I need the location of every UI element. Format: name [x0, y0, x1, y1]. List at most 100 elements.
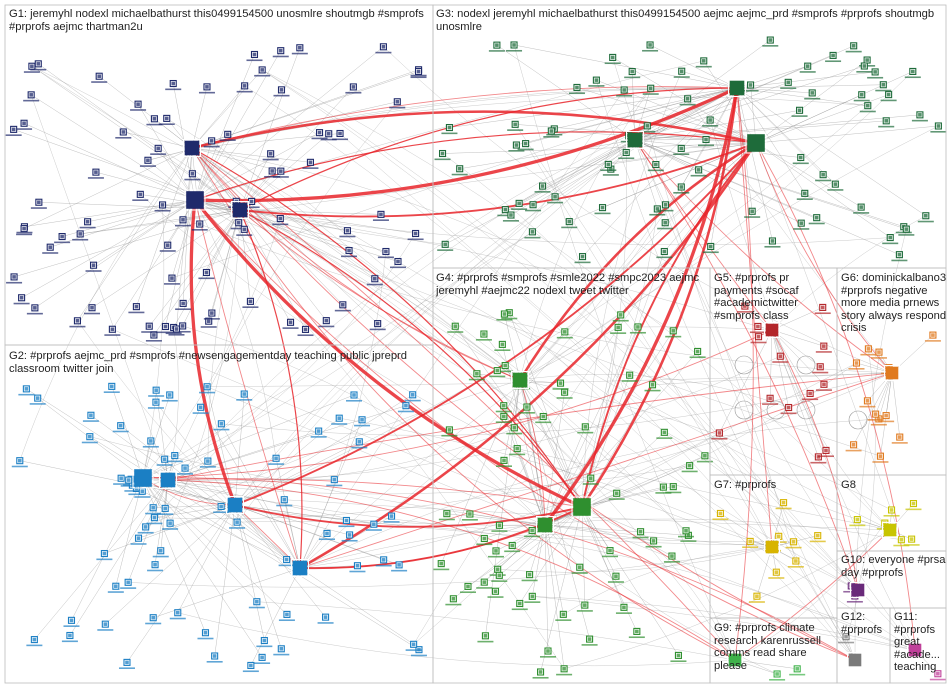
node-fill — [212, 654, 217, 658]
node-fill — [701, 59, 706, 63]
node-caption — [577, 431, 594, 434]
node-caption — [582, 483, 599, 485]
node-caption — [30, 207, 47, 209]
node-fill — [778, 354, 783, 359]
node-fill — [562, 390, 567, 394]
node-fill — [109, 384, 114, 389]
node-fill — [204, 270, 209, 275]
edge — [77, 147, 193, 321]
node-fill — [152, 116, 157, 121]
node-caption — [930, 130, 947, 133]
inter-group-edge — [734, 522, 886, 661]
node-caption — [158, 123, 175, 126]
node-caption — [870, 357, 887, 359]
node-fill — [352, 393, 356, 397]
node-caption — [206, 660, 223, 663]
node-caption — [843, 590, 860, 593]
edge — [503, 416, 546, 526]
node-fill — [805, 64, 810, 68]
inter-group-edge — [647, 125, 856, 661]
node-caption — [198, 277, 215, 280]
node-fill — [279, 646, 284, 651]
node-fill — [820, 305, 825, 310]
inter-group-edge — [564, 529, 891, 670]
node-caption — [246, 59, 263, 62]
inter-group-edge — [544, 524, 778, 675]
edge — [634, 120, 887, 141]
node-fill — [888, 235, 893, 240]
node-caption — [168, 333, 185, 336]
edge — [34, 199, 196, 309]
edge — [544, 326, 639, 526]
node-caption — [748, 601, 765, 603]
node-fill — [205, 384, 209, 389]
node-fill — [606, 162, 611, 167]
node-fill — [288, 320, 293, 325]
node-caption — [780, 87, 797, 89]
inter-group-edge — [145, 379, 521, 528]
hub-ring — [132, 467, 154, 489]
edge — [142, 394, 170, 479]
edge — [177, 504, 236, 613]
node-fill — [482, 580, 487, 584]
node-caption — [511, 208, 528, 210]
node-fill — [679, 69, 684, 74]
node-caption — [145, 622, 162, 625]
node-caption — [608, 498, 625, 500]
node-caption — [491, 530, 508, 532]
node-caption — [230, 227, 247, 230]
node-fill — [35, 396, 40, 400]
node-caption — [556, 673, 573, 676]
node-fill — [372, 522, 376, 527]
inter-group-edge — [299, 518, 902, 569]
node-caption — [663, 561, 680, 563]
inter-group-edge — [89, 436, 773, 548]
node-fill — [170, 276, 174, 280]
node-caption — [91, 81, 108, 83]
node-caption — [236, 399, 253, 401]
node-fill — [210, 311, 214, 315]
node-caption — [107, 591, 124, 593]
edge — [495, 506, 583, 592]
node-caption — [273, 94, 290, 97]
inter-group-edge — [514, 124, 856, 661]
node-fill — [695, 349, 700, 354]
edge — [853, 372, 893, 445]
node-caption — [543, 136, 560, 138]
node-caption — [749, 331, 766, 334]
node-fill — [219, 504, 223, 509]
node-fill — [918, 113, 922, 117]
node-caption — [799, 71, 816, 73]
node-caption — [203, 318, 220, 320]
inter-group-edge — [262, 69, 891, 531]
node-fill — [466, 584, 470, 589]
highlight-edge — [191, 147, 521, 381]
node-caption — [762, 403, 779, 405]
node-caption — [804, 97, 821, 100]
node-caption — [377, 256, 394, 259]
node-fill — [580, 254, 585, 259]
node-caption — [150, 153, 167, 155]
highlight-edge — [194, 199, 301, 569]
node-caption — [475, 339, 492, 341]
inter-group-edge — [504, 313, 891, 531]
node-caption — [624, 76, 641, 79]
edge — [234, 441, 360, 506]
node-caption — [16, 231, 33, 234]
node-caption — [742, 546, 759, 549]
node-fill — [855, 517, 860, 522]
node-caption — [282, 327, 299, 329]
node-caption — [349, 570, 366, 573]
node-fill — [567, 219, 572, 224]
node-fill — [347, 248, 351, 253]
edge — [23, 147, 193, 229]
node-fill — [341, 303, 345, 307]
node-caption — [331, 423, 348, 425]
node-fill — [531, 202, 535, 207]
node-caption — [878, 420, 895, 423]
node-fill — [338, 131, 342, 136]
node-fill — [781, 500, 786, 505]
node-caption — [815, 389, 832, 391]
hub-ring — [291, 559, 309, 577]
highlight-edge — [194, 86, 738, 203]
